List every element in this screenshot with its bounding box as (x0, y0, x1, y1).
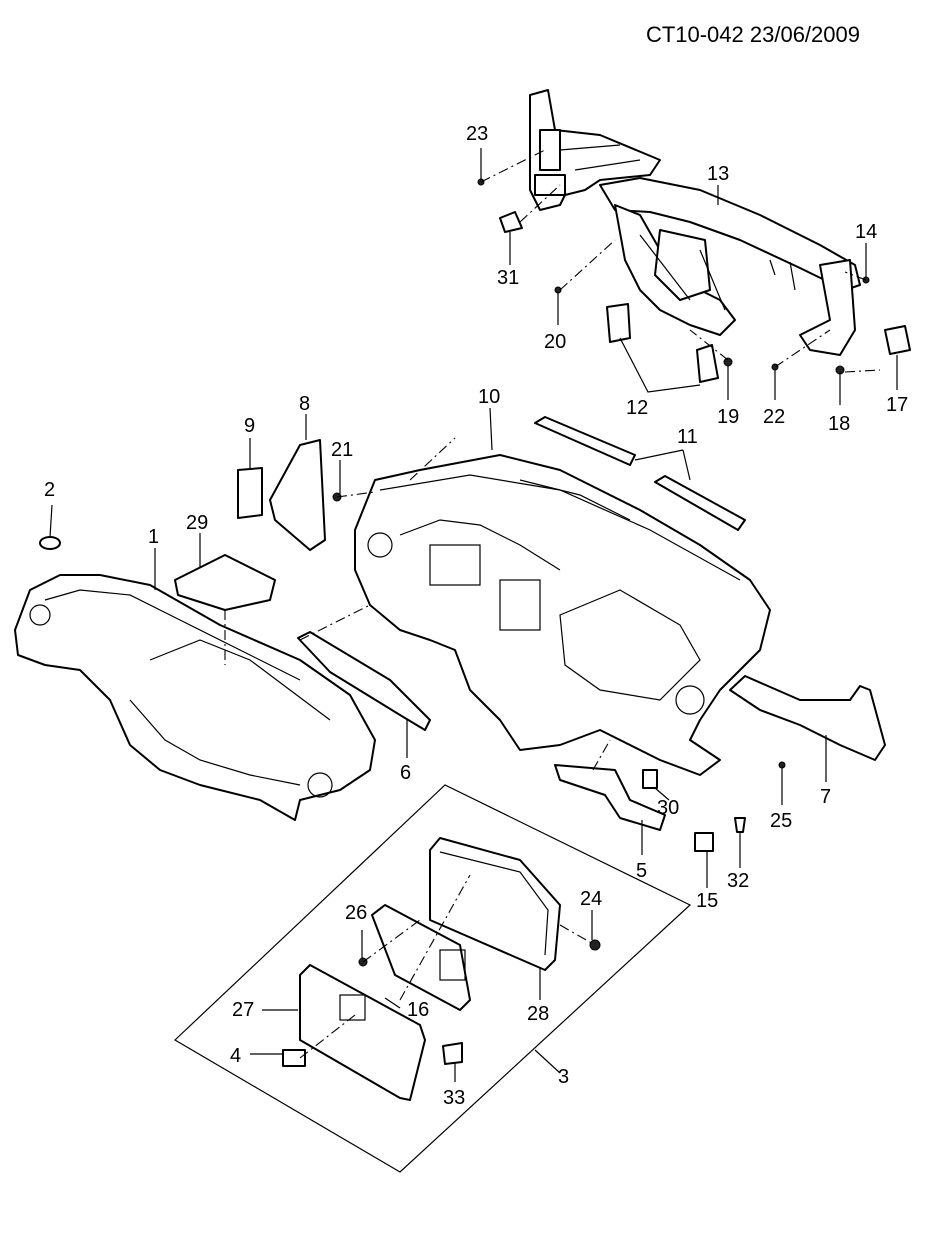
callout-25: 25 (770, 810, 792, 832)
part-12-bracket-left (606, 303, 631, 343)
part-28-glove-box-housing (429, 837, 561, 971)
doc-code-header: CT10-042 23/06/2009 (645, 22, 860, 47)
callout-30: 30 (657, 797, 679, 819)
callout-24: 24 (580, 888, 602, 910)
part-25-screw (778, 761, 786, 769)
callout-6: 6 (400, 762, 411, 784)
callout-4: 4 (230, 1045, 241, 1067)
callout-1: 1 (148, 526, 159, 548)
callout-32: 32 (727, 870, 749, 892)
part-33-clip (442, 1042, 463, 1065)
callout-14: 14 (855, 221, 877, 243)
leader-lines (49, 148, 898, 1082)
part-7-side-bracket (729, 675, 886, 761)
callout-29: 29 (186, 512, 208, 534)
callout-33: 33 (443, 1087, 465, 1109)
callout-23: 23 (466, 123, 488, 145)
part-16-latch-plate (371, 904, 471, 1011)
callout-2: 2 (44, 479, 55, 501)
callout-12: 12 (626, 397, 648, 419)
callout-10: 10 (478, 386, 500, 408)
part-17-bracket (884, 325, 911, 355)
callout-3: 3 (558, 1066, 569, 1088)
part-3-glove-box-frame (174, 784, 692, 1173)
callout-31: 31 (497, 267, 519, 289)
part-2-cap (39, 536, 61, 550)
callout-17: 17 (886, 394, 908, 416)
part-11-defroster-grille-upper (534, 416, 636, 466)
callout-28: 28 (527, 1003, 549, 1025)
part-4-switch (282, 1049, 306, 1067)
callout-22: 22 (763, 406, 785, 428)
callout-19: 19 (717, 406, 739, 428)
assembly-lines (224, 149, 881, 1059)
part-5-support-bracket (554, 764, 666, 831)
part-29-panel (174, 554, 276, 611)
callout-7: 7 (820, 786, 831, 808)
callout-5: 5 (636, 860, 647, 882)
part-31-bracket (499, 211, 523, 233)
part-32-clip (734, 817, 746, 833)
callout-18: 18 (828, 413, 850, 435)
part-9-cover-plate (237, 467, 263, 519)
part-15-connector (694, 832, 714, 852)
callout-16: 16 (407, 999, 429, 1021)
part-10-main-crash-pad (354, 454, 771, 776)
callout-21: 21 (331, 439, 353, 461)
part-6-garnish (297, 631, 431, 731)
part-27-glove-box-door (299, 964, 426, 1101)
callout-20: 20 (544, 331, 566, 353)
part-8-side-cover (269, 439, 326, 551)
callout-27: 27 (232, 999, 254, 1021)
callout-13: 13 (707, 163, 729, 185)
part-13-cowl-cross-bar (529, 89, 861, 356)
callout-15: 15 (696, 890, 718, 912)
callout-26: 26 (345, 902, 367, 924)
callout-11: 11 (677, 426, 698, 448)
part-12-bracket-right (696, 344, 719, 383)
fasteners-top (332, 178, 870, 502)
part-30-pad (642, 769, 658, 789)
part-11-defroster-grille-lower (654, 475, 746, 531)
part-1-crash-pad-lower (14, 574, 376, 821)
callout-9: 9 (244, 415, 255, 437)
callout-labels: 1 2 3 4 5 6 7 8 9 10 11 12 13 14 15 16 1… (44, 123, 908, 1109)
callout-8: 8 (299, 393, 310, 415)
